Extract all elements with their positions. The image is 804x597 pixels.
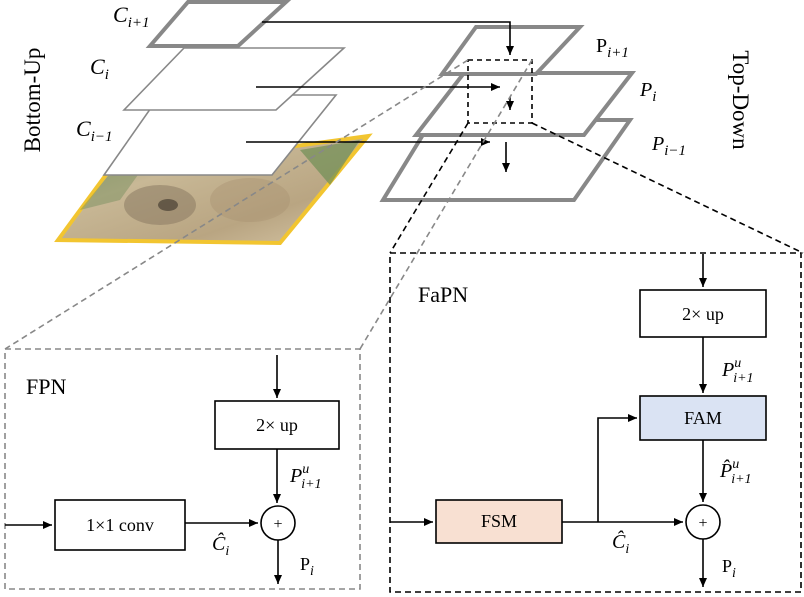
bottom-up-planes bbox=[102, 0, 347, 176]
input-image bbox=[54, 133, 373, 246]
fpn-up-box bbox=[214, 400, 340, 450]
fapn-frame bbox=[389, 252, 802, 593]
fpn-title: FPN bbox=[26, 374, 66, 399]
zoom-box bbox=[467, 59, 533, 124]
fpn-p-out-label: Pi bbox=[300, 554, 314, 579]
label-c-lower: Ci−1 bbox=[76, 116, 112, 145]
fsm-box bbox=[435, 499, 563, 544]
fapn-p-out-label: Pi bbox=[722, 556, 736, 581]
plane-p-mid bbox=[411, 71, 637, 137]
zoom-lines bbox=[4, 59, 804, 350]
fapn-plus: + bbox=[698, 515, 707, 532]
fam-label: FAM bbox=[684, 408, 722, 428]
top-down-planes bbox=[379, 25, 637, 202]
fapn-up-label: 2× up bbox=[682, 304, 724, 324]
label-p-mid: Pi bbox=[639, 79, 656, 105]
fpn-up-label: 2× up bbox=[256, 415, 298, 435]
top-down-label: Top-Down bbox=[728, 50, 753, 150]
fpn-plus: + bbox=[273, 516, 282, 533]
plane-c-upper bbox=[145, 0, 292, 48]
fapn-title: FaPN bbox=[418, 282, 468, 307]
fsm-label: FSM bbox=[481, 511, 517, 531]
fpn-conv-label: 1×1 conv bbox=[86, 515, 154, 535]
label-c-mid: Ci bbox=[90, 54, 109, 83]
fapn-c-hat-label: Ĉi bbox=[612, 529, 629, 557]
fpn-conv-box bbox=[54, 499, 186, 551]
label-c-upper: Ci+1 bbox=[113, 2, 149, 31]
pyramid-arrows bbox=[246, 21, 514, 172]
bottom-up-label: Bottom-Up bbox=[20, 48, 45, 153]
plane-c-mid bbox=[122, 47, 347, 111]
fapn-up-box bbox=[639, 289, 767, 338]
fam-box bbox=[639, 395, 767, 441]
fpn-c-hat-label: Ĉi bbox=[212, 531, 229, 559]
fpn-frame bbox=[4, 348, 361, 590]
label-p-upper: Pi+1 bbox=[596, 35, 629, 61]
fapn-arrow-fsm-fam bbox=[597, 414, 637, 522]
label-p-lower: Pi−1 bbox=[651, 133, 686, 159]
plane-p-upper bbox=[438, 25, 585, 76]
